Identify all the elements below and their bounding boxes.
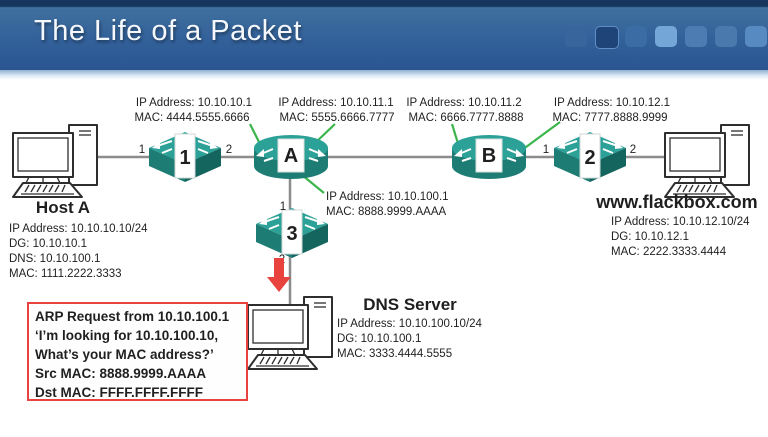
web-server-computer-icon — [664, 124, 750, 198]
if-label-mac: MAC: 4444.5555.6666 — [134, 112, 249, 124]
arp-broadcast-arrow-icon — [267, 258, 291, 292]
arp-line: ‘I’m looking for 10.10.100.10, — [35, 328, 218, 343]
router-b-label: B — [482, 145, 496, 167]
switch-1-label: 1 — [179, 147, 190, 169]
if-label-ip: IP Address: 10.10.10.1 — [136, 97, 252, 109]
decorative-square — [715, 26, 737, 47]
host-a-info-line: DNS: 10.10.100.1 — [9, 253, 100, 265]
switch-2-port-2: 2 — [630, 144, 636, 156]
decorative-square — [685, 26, 707, 47]
router-a-label: A — [284, 145, 298, 167]
dns-server-info-line: IP Address: 10.10.100.10/24 — [337, 318, 483, 330]
decorative-square — [625, 26, 647, 47]
web-server-info-line: MAC: 2222.3333.4444 — [611, 246, 727, 258]
if-label-mac: MAC: 8888.9999.AAAA — [326, 206, 447, 218]
arp-line: What’s your MAC address?’ — [35, 347, 214, 362]
arp-line: Dst MAC: FFFF.FFFF.FFFF — [35, 385, 203, 400]
dns-server-info-line: DG: 10.10.100.1 — [337, 333, 421, 345]
if-label-ip: IP Address: 10.10.100.1 — [326, 191, 449, 203]
host-a-info-line: IP Address: 10.10.10.10/24 — [9, 223, 148, 235]
if-label-mac: MAC: 5555.6666.7777 — [279, 112, 394, 124]
slide-title: The Life of a Packet — [34, 15, 302, 47]
switch-3-label: 3 — [286, 223, 297, 245]
if-label-ip: IP Address: 10.10.11.1 — [278, 97, 393, 109]
if-label-ip: IP Address: 10.10.11.2 — [406, 97, 521, 109]
if-label-mac: MAC: 7777.8888.9999 — [552, 112, 667, 124]
arp-line: Src MAC: 8888.9999.AAAA — [35, 366, 206, 381]
web-server-info-line: IP Address: 10.10.12.10/24 — [611, 216, 750, 228]
web-server-name: www.flackbox.com — [595, 192, 757, 212]
host-a-info-line: MAC: 1111.2222.3333 — [9, 268, 122, 280]
host-a-info-line: DG: 10.10.10.1 — [9, 238, 87, 250]
switch-2-port-1: 1 — [543, 144, 549, 156]
network-diagram: IP Address: 10.10.10.1 MAC: 4444.5555.66… — [9, 97, 758, 401]
host-a-name: Host A — [36, 198, 90, 217]
if-label-ip: IP Address: 10.10.12.1 — [554, 97, 670, 109]
if-label-mac: MAC: 6666.7777.8888 — [408, 112, 523, 124]
decorative-square — [655, 26, 677, 47]
interface-labels: IP Address: 10.10.10.1 MAC: 4444.5555.66… — [134, 97, 670, 218]
switch-1-port-2: 2 — [226, 144, 232, 156]
callout-line-routerB-right — [521, 121, 561, 151]
header-decorative-squares — [0, 0, 768, 70]
decorative-square — [745, 26, 767, 47]
dns-server-name: DNS Server — [363, 295, 457, 314]
switch-1-port-1: 1 — [139, 144, 145, 156]
arp-request-box-border — [27, 302, 248, 401]
arp-request-box: ARP Request from 10.10.100.1 ‘I’m lookin… — [27, 302, 248, 401]
callout-line-routerA-down — [301, 174, 325, 194]
arp-line: ARP Request from 10.10.100.1 — [35, 309, 230, 324]
decorative-square — [595, 26, 619, 49]
diagram-area: IP Address: 10.10.10.1 MAC: 4444.5555.66… — [0, 80, 768, 432]
decorative-square — [565, 26, 587, 47]
web-server-info-line: DG: 10.10.12.1 — [611, 231, 689, 243]
slide-header: The Life of a Packet — [0, 0, 768, 70]
header-shine-strip — [0, 70, 768, 80]
dns-server-info-line: MAC: 3333.4444.5555 — [337, 348, 452, 360]
switch-3-port-1: 1 — [280, 201, 286, 213]
host-a-computer-icon — [12, 124, 98, 198]
dns-server-computer-icon — [247, 296, 333, 370]
switch-2-label: 2 — [584, 147, 595, 169]
